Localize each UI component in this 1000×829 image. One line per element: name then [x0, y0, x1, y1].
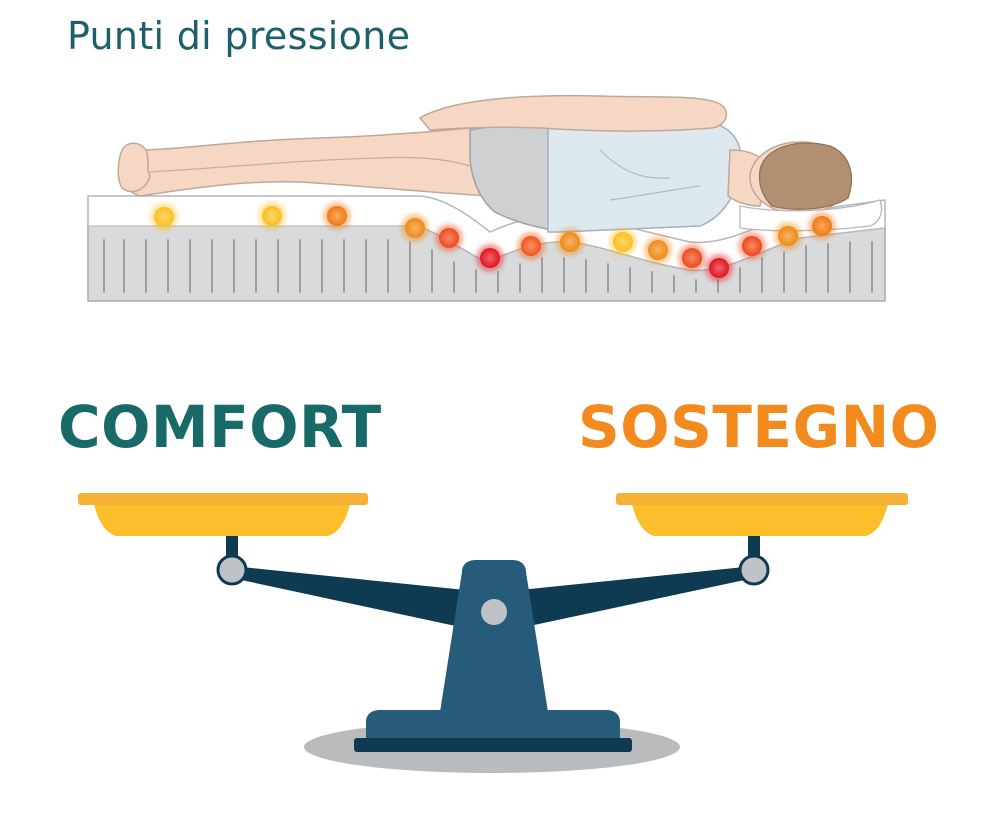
pressure-point-highlight — [613, 232, 633, 252]
pressure-point-highlight — [480, 248, 500, 268]
pressure-point-highlight — [327, 206, 347, 226]
pressure-point-highlight — [742, 236, 762, 256]
person-underwear — [469, 124, 553, 231]
comfort-label: COMFORT — [58, 393, 382, 461]
person-arm — [418, 94, 728, 132]
page-title: Punti di pressione — [67, 14, 411, 58]
scale-column — [440, 560, 548, 712]
sostegno-label: SOSTEGNO — [578, 393, 940, 461]
scale-right-pan — [632, 504, 888, 536]
pressure-points — [150, 202, 836, 282]
pressure-point-highlight — [812, 216, 832, 236]
scale-beam-right — [520, 566, 754, 628]
pressure-point-highlight — [682, 248, 702, 268]
pressure-point-highlight — [521, 236, 541, 256]
spring-lines — [103, 239, 873, 293]
person-feet — [117, 142, 151, 193]
scale-pivot — [481, 599, 507, 625]
person-legs — [120, 127, 501, 197]
pressure-point-highlight — [439, 228, 459, 248]
pressure-point-highlight — [778, 226, 798, 246]
scale-left-joint — [216, 554, 248, 586]
person-top — [547, 115, 742, 233]
scale-left-pan — [94, 504, 350, 536]
pressure-point-highlight — [262, 206, 282, 226]
scale-right-pan-rim — [616, 493, 908, 505]
person-hair — [758, 142, 852, 210]
pressure-point-highlight — [560, 232, 580, 252]
scale-base — [366, 710, 620, 740]
balance-scale — [78, 493, 908, 773]
scale-beam-left — [232, 566, 465, 628]
pressure-point-highlight — [405, 218, 425, 238]
scale-left-pan-rim — [78, 493, 368, 505]
pressure-point-highlight — [154, 207, 174, 227]
scale-foot — [354, 738, 632, 752]
scale-right-joint — [738, 554, 770, 586]
person — [117, 94, 883, 233]
pressure-point-highlight — [648, 240, 668, 260]
pressure-point-highlight — [709, 258, 729, 278]
